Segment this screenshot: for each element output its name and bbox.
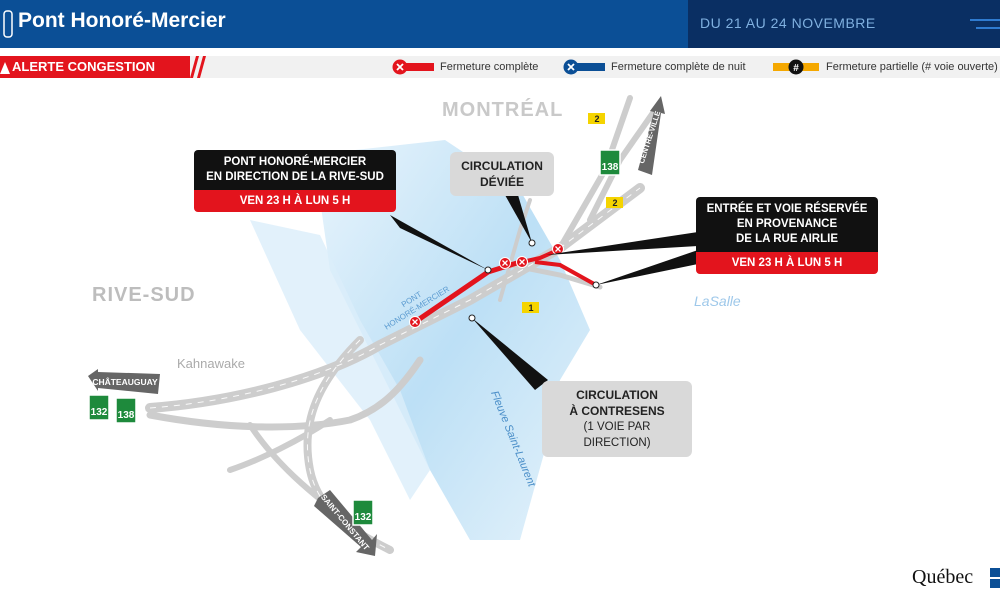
quebec-logo-text: Québec — [912, 566, 974, 588]
callout-line: CIRCULATION — [576, 388, 658, 402]
callout-contraflow: CIRCULATION À CONTRESENS (1 VOIE PAR DIR… — [542, 381, 692, 457]
route-shield-icon: 132 — [88, 394, 110, 421]
route-shields: 132 138 138 132 — [88, 149, 621, 526]
callout-airlie-entrance: ENTRÉE ET VOIE RÉSERVÉE EN PROVENANCE DE… — [696, 197, 878, 274]
legend-partial-closure-swatch: # — [773, 59, 819, 75]
route-shield-icon: 138 — [599, 149, 621, 176]
river-area — [320, 140, 590, 540]
legend-full-closure-swatch — [392, 59, 434, 75]
arrow-saint-constant-sign — [314, 490, 377, 556]
page-title: Pont Honoré-Mercier — [18, 9, 226, 32]
alert-congestion-badge: ALERTE CONGESTION — [0, 56, 190, 78]
lane-count-text: 2 — [612, 198, 617, 208]
legend-bar — [0, 56, 1000, 78]
road-local-1 — [498, 198, 532, 302]
legend-partial-closure-label: Fermeture partielle (# voie ouverte) — [826, 61, 998, 73]
pointer-detour — [505, 195, 532, 243]
svg-text:#: # — [793, 63, 799, 74]
lane-badge: 2 2 1 — [522, 113, 623, 313]
closure-x-icon — [409, 316, 421, 328]
pointer-airlie-2 — [596, 250, 698, 285]
closure-airlie-entrance — [534, 260, 597, 287]
lasalle-label: LaSalle — [694, 293, 741, 309]
chateauguay-label: CHÂTEAUGUAY — [92, 376, 158, 387]
closure-x-icon — [499, 257, 511, 269]
legend-night-closure-label: Fermeture complète de nuit — [611, 61, 746, 73]
closure-x-icon — [516, 256, 528, 268]
callout-line: CIRCULATION — [461, 159, 543, 173]
callout-schedule: VEN 23 H À LUN 5 H — [696, 252, 878, 274]
pointer-airlie-1 — [546, 232, 698, 255]
date-range: DU 21 AU 24 NOVEMBRE — [700, 15, 876, 31]
svg-text:132: 132 — [355, 512, 372, 523]
quebec-flag-icon — [990, 568, 1000, 588]
road-saint-constant-2 — [227, 417, 333, 473]
road-ramp-west — [146, 356, 424, 431]
quebec-logo: Québec — [912, 566, 973, 589]
rive-sud-label: RIVE-SUD — [92, 284, 196, 306]
alert-label: ALERTE CONGESTION — [12, 59, 156, 74]
legend-night-closure-swatch — [563, 59, 605, 75]
callout-detour: CIRCULATION DÉVIÉE — [450, 152, 554, 196]
closure-airlie-ramp — [521, 248, 559, 264]
warning-icon — [0, 62, 10, 74]
callout-note: (1 VOIE PAR DIRECTION) — [583, 421, 651, 449]
route-shield-icon: 132 — [352, 499, 374, 526]
pointer-bridge-south — [390, 215, 488, 270]
pointer-contraflow — [472, 318, 548, 390]
lane-count-text: 2 — [594, 114, 599, 124]
svg-text:138: 138 — [118, 410, 135, 421]
road-lasalle-spur — [507, 262, 603, 290]
arrow-chateauguay-sign — [88, 369, 160, 394]
arrow-centre-ville-sign — [638, 96, 665, 175]
route-shield-icon: 138 — [115, 397, 137, 424]
closure-markers — [409, 243, 564, 328]
callout-line: EN PROVENANCE — [736, 218, 838, 230]
callout-line: DÉVIÉE — [479, 175, 524, 189]
callout-schedule: VEN 23 H À LUN 5 H — [194, 190, 396, 212]
road-map: 2 2 1 132 138 138 132 PONTHONORÉ-MERCIER… — [88, 95, 698, 556]
callout-bridge-southbound: PONT HONORÉ-MERCIER EN DIRECTION DE LA R… — [194, 150, 396, 212]
callout-line: EN DIRECTION DE LA RIVE-SUD — [206, 171, 384, 183]
bridge-icon — [3, 10, 13, 38]
date-panel — [688, 0, 1000, 48]
montreal-label: MONTRÉAL — [442, 99, 564, 121]
svg-text:132: 132 — [91, 407, 108, 418]
alert-stripes — [190, 56, 206, 78]
callout-line: À CONTRESENS — [569, 404, 665, 418]
svg-text:138: 138 — [602, 162, 619, 173]
callout-line: DE LA RUE AIRLIE — [735, 233, 838, 245]
closure-x-icon — [552, 243, 564, 255]
lane-count-text: 1 — [528, 303, 533, 313]
menu-icon — [970, 19, 1000, 29]
legend-full-closure-label: Fermeture complète — [440, 61, 539, 73]
callout-line: ENTRÉE ET VOIE RÉSERVÉE — [706, 203, 868, 215]
kahnawake-label: Kahnawake — [177, 356, 245, 371]
header-bar: Pont Honoré-Mercier DU 21 AU 24 NOVEMBRE — [0, 0, 1000, 48]
callout-line: PONT HONORÉ-MERCIER — [223, 156, 367, 168]
